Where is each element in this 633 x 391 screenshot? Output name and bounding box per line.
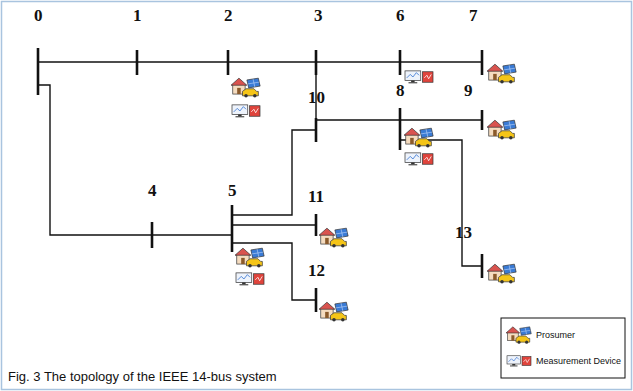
bus-number: 5 bbox=[228, 182, 237, 199]
legend-label: Measurement Device bbox=[536, 357, 621, 366]
bus-number: 4 bbox=[148, 182, 157, 199]
bus-number: 10 bbox=[308, 89, 325, 106]
prosumer-icons bbox=[231, 64, 516, 321]
bus-number: 1 bbox=[133, 7, 142, 24]
bus-number: 7 bbox=[469, 7, 478, 24]
bus-number: 13 bbox=[455, 224, 472, 241]
bus-bars bbox=[38, 48, 482, 312]
legend-box bbox=[501, 318, 625, 378]
bus-number: 8 bbox=[396, 82, 405, 99]
measurement-icons bbox=[232, 71, 433, 285]
legend-label: Prosumer bbox=[536, 331, 575, 340]
bus-number: 0 bbox=[34, 7, 43, 24]
bus-number: 9 bbox=[464, 82, 473, 99]
bus-number: 2 bbox=[224, 7, 233, 24]
figure-caption: Fig. 3 The topology of the IEEE 14-bus s… bbox=[8, 370, 277, 383]
legend-prosumer-icon bbox=[506, 327, 531, 344]
bus-number: 11 bbox=[308, 188, 324, 205]
legend-measurement-icon bbox=[507, 356, 531, 367]
bus-number: 12 bbox=[308, 262, 325, 279]
bus-number: 6 bbox=[396, 7, 405, 24]
branch-lines bbox=[38, 62, 482, 300]
bus-number: 3 bbox=[314, 7, 323, 24]
